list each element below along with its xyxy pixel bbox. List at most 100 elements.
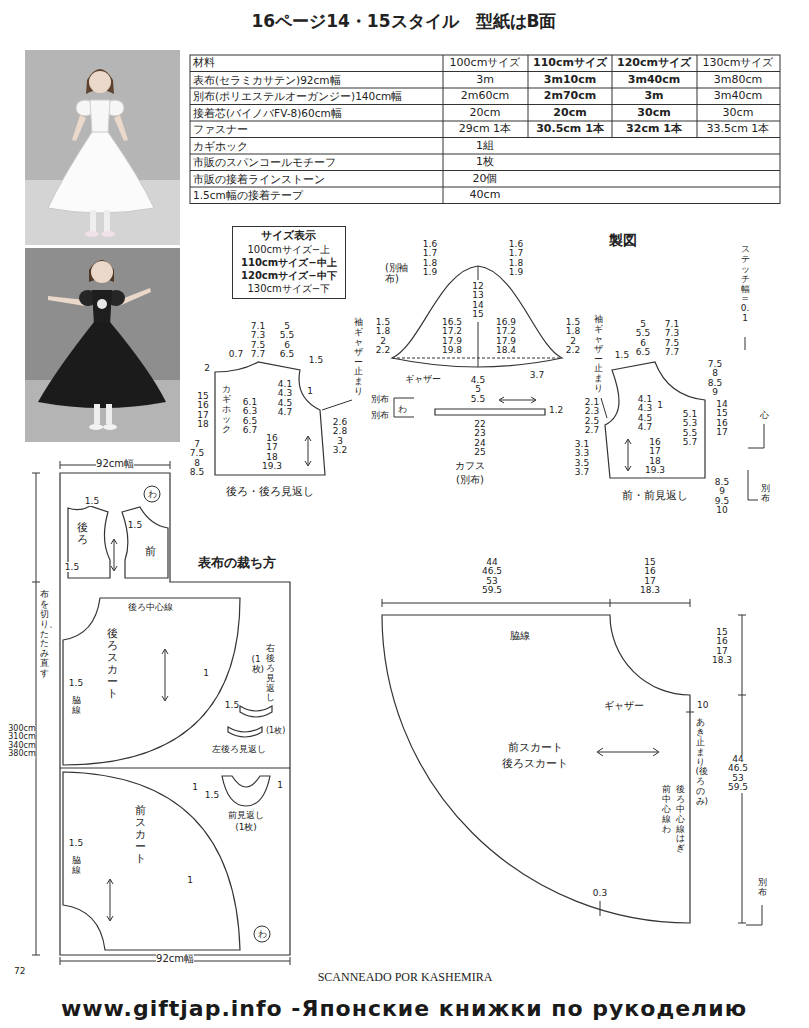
fabric-layout: 表布の裁ち方後ろ前後ろスカート右後ろ見返し(1枚)左後ろ見返し(1枚)前見返し(… [55,468,295,960]
dimension-value: 1.5 1.8 2 2.2 [376,318,390,356]
table-cell: 33.5cm 1本 [707,123,770,136]
dimension-value: 1 [203,668,209,678]
piece-name: (別布) [385,262,395,284]
dimension-value: 2.6 2.8 3 3.2 [333,418,347,456]
section-heading: 製図 [609,232,637,248]
table-cell: 100cmサイズ [450,57,521,70]
piece-outline-path [392,266,562,367]
table-cell: 1枚 [476,156,494,169]
dimension-value: 5.1 5.3 5.5 5.7 [683,410,697,448]
dimension-value: 1.6 1.7 1.8 1.9 [509,240,523,278]
pattern-note: わ [148,489,157,499]
dimension-value: 7.1 7.3 7.5 7.7 [251,322,265,360]
pattern-note: カギホック [222,385,231,434]
dimension-value: 44 46.5 53 59.5 [482,558,502,596]
piece-name: 袖 [398,262,408,273]
dimension-value: 4.1 4.3 4.5 4.7 [278,380,292,418]
table-cell: 30.5cm 1本 [536,123,604,136]
layout-piece: 左後ろ見返し(1枚) [210,722,292,757]
dimension-value: 15 16 17 18.3 [712,628,732,666]
pattern-note: ギャザー [604,700,644,712]
size-line: 120cmサイズ−中下 [241,269,337,282]
piece-name: 後ろ・後ろ見返し [226,486,314,499]
layout-piece: 前 [118,503,172,581]
pattern-note: 心 [760,410,769,420]
cuff-piece: カフス(別布) [430,395,550,488]
dimension-value: 2 [204,363,210,373]
dimension-value: 22 23 24 25 [474,420,485,458]
dimension-value: 3.1 3.3 3.5 3.7 [575,440,589,478]
layout-piece: 前見返し(1枚) [218,772,274,835]
piece-name: 左後ろ見返し [212,744,266,754]
piece-name: 後ろスカート [107,628,118,701]
table-cell: 30cm [723,107,754,120]
piece-name: 表布の裁ち方 [198,556,276,571]
pattern-note: 後ろ中心線 [128,602,173,612]
piece-outline-path [63,772,240,950]
dimension-value: 16.5 17.2 17.9 19.8 [442,318,462,356]
table-cell: 20cm [470,107,501,120]
piece-name: 前スカート [508,742,563,755]
layout-piece: 右後ろ見返し(1枚) [236,640,278,722]
piece-name: 前・前見返し [622,490,688,503]
skirt-piece: 前スカート後ろスカート [378,610,694,928]
pattern-note: 92cm幅 [96,458,134,470]
pattern-note: ギャザー [405,374,441,384]
table-cell: 3m [644,90,663,103]
pattern-note: 後ろ中心線はぎ [676,785,685,854]
pattern-note: 袖ギャザー止まり [594,315,603,394]
dimension-value: 15 16 17 18.3 [640,558,660,596]
table-cell: 材料 [193,57,215,70]
piece-name: 前見返し [228,810,264,820]
piece-outline-path [122,507,168,578]
dimension-value: 0.7 [229,349,243,359]
dimension-value: 1.5 1.8 2 2.2 [566,318,580,356]
pattern-note: 92cm幅 [156,953,194,965]
table-cell: 表布(セラミカサテン)92cm幅 [193,74,341,86]
piece-outline-path [240,706,272,717]
dimension-value: 1 [657,400,663,410]
piece-outline-path [382,615,690,923]
pattern-note: 別布 [758,878,767,898]
table-cell: 32cm 1本 [626,123,682,136]
piece-outline-path [605,362,705,478]
piece-name: 後ろ [77,522,88,546]
pattern-note: 別布 [761,484,770,504]
dimension-value: 16.9 17.2 17.9 18.4 [496,318,516,356]
table-cell: 3m80cm [714,74,762,87]
dimension-value: 5 5.5 6 6.5 [636,320,650,358]
piece-outline-path [63,598,240,765]
dimension-value: 4.1 4.3 4.5 4.7 [638,395,652,433]
table-cell: 2m60cm [461,90,509,103]
dimension-value: 8.5 9 9.5 10 [715,478,729,516]
dimension-value: 16 17 18 19.3 [262,434,282,472]
dimension-value: 1.5 [205,790,219,800]
piece-name: 前 [145,546,156,559]
pattern-note: 布を切り、たたみ直す [40,590,49,679]
page-number: 72 [14,966,25,976]
table-cell: 接着芯(バイノバFV-8)60cm幅 [193,107,342,119]
table-cell: 市販のスパンコールモチーフ [193,156,336,168]
dimension-value: 1 [187,875,193,885]
dimension-value: 1.2 [549,405,563,415]
piece-outline [55,468,295,960]
table-cell: 29cm 1本 [459,123,511,136]
dimension-value: 1.5 [69,678,83,688]
table-cell: 1.5cm幅の接着テープ [193,189,303,201]
pattern-note: あき止まり(後ろのみ) [696,718,705,807]
pattern-note: わ [258,929,267,939]
piece-outline [430,395,550,485]
pattern-note: 脇線 [72,856,81,876]
piece-outline [60,595,245,767]
dimension-value: 10 [697,700,708,710]
pattern-note: ステッチ幅=0.1 [741,245,750,324]
pattern-note: 袖ギャザー止まり [354,318,363,397]
pattern-note: 脇線 [510,630,530,642]
piece-name: (1枚) [266,726,285,735]
dimension-value: 1.5 [309,355,323,365]
table-cell: 3m40cm [714,90,762,103]
dimension-value: 1 [192,782,198,792]
dimension-value: 4.5 5 5.5 [471,376,485,404]
